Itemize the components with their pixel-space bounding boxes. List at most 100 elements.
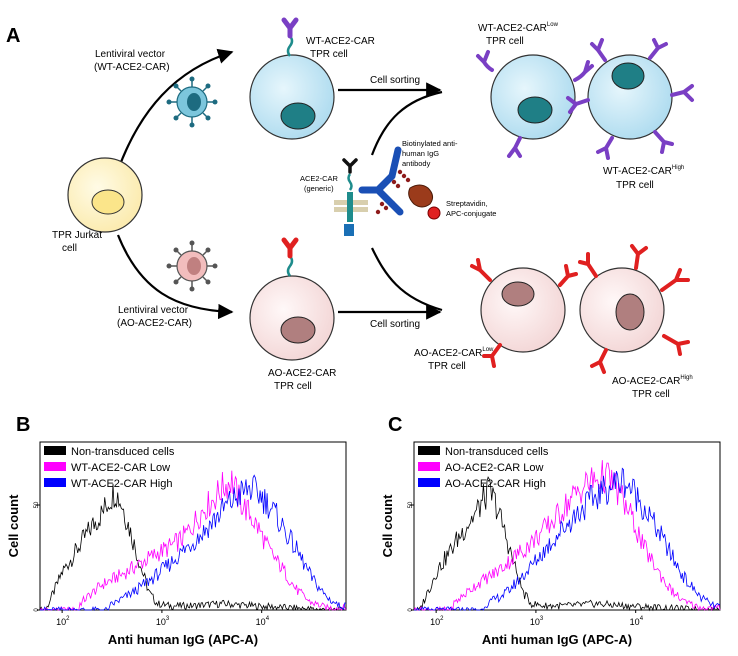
x-tick-label-1: 103: [530, 616, 544, 627]
start-cell-label-1: TPR Jurkat: [52, 230, 102, 241]
arrow-to-wt: [116, 48, 234, 171]
wt-ace2-car-cell: [249, 54, 335, 140]
legend-swatch-2: [418, 478, 440, 487]
wt-low-name: WT-ACE2-CAR: [478, 23, 547, 34]
panel-label-c: C: [388, 414, 402, 436]
ao-low-name: AO-ACE2-CAR: [414, 348, 482, 359]
panel-label-a: A: [6, 25, 20, 47]
x-tick-label-1: 103: [156, 616, 170, 627]
vector-wt-label-2: (WT-ACE2-CAR): [94, 62, 170, 73]
ao-low-label-2: TPR cell: [428, 361, 466, 372]
lentivirus-ao: [166, 240, 218, 292]
y-tick-label-1: 50: [34, 501, 40, 508]
sorting-label-bottom: Cell sorting: [370, 319, 420, 330]
plot-frame: [39, 441, 347, 611]
x-tick-exp-2: 4: [266, 616, 270, 622]
ao-high-label-2: TPR cell: [632, 389, 670, 400]
antibody-label-1: Biotinylated anti-: [402, 139, 458, 148]
ao-cell-label-2: TPR cell: [274, 381, 312, 392]
x-tick-base-2: 10: [256, 617, 266, 627]
series-line-2: [414, 467, 721, 611]
panel-label-b: B: [16, 414, 30, 436]
x-tick-base-0: 10: [430, 617, 440, 627]
legend-label-0: Non-transduced cells: [445, 446, 549, 458]
x-tick-base-2: 10: [630, 617, 640, 627]
antibody-label-3: antibody: [402, 159, 431, 168]
vector-ao-label-2: (AO-ACE2-CAR): [117, 318, 192, 329]
x-tick-label-2: 104: [630, 616, 644, 627]
start-cell-label-2: cell: [62, 243, 77, 254]
series-line-1: [413, 460, 721, 612]
ao-receptor: [281, 237, 299, 277]
biotin-dots: [375, 169, 411, 215]
strep-label-1: Streptavidin,: [446, 199, 488, 208]
sorting-label-top: Cell sorting: [370, 75, 420, 86]
wt-low-label: WT-ACE2-CARLow: [478, 22, 559, 34]
x-tick-base-1: 10: [156, 617, 166, 627]
vector-ao-label-1: Lentiviral vector: [118, 305, 189, 316]
wt-high-sup: High: [672, 165, 684, 171]
x-tick-base-0: 10: [56, 617, 66, 627]
legend-swatch-1: [418, 462, 440, 471]
x-tick-exp-0: 2: [66, 616, 70, 622]
wt-high-label-2: TPR cell: [616, 180, 654, 191]
legend-swatch-0: [418, 446, 440, 455]
tpr-jurkat-cell: [67, 157, 143, 233]
streptavidin-apc: [408, 184, 441, 220]
ao-low-label: AO-ACE2-CARLow: [414, 347, 494, 359]
x-tick-exp-2: 4: [640, 616, 644, 622]
ao-ace2-car-cell: [249, 275, 335, 361]
lentivirus-wt: [166, 76, 218, 128]
x-axis-label: Anti human IgG (APC-A): [482, 632, 632, 647]
ao-high-sup: High: [680, 375, 692, 381]
x-tick-label-0: 102: [430, 616, 444, 627]
wt-low-sup: Low: [547, 22, 559, 28]
strep-label-2: APC-conjugate: [446, 209, 496, 218]
vector-wt-label-1: Lentiviral vector: [95, 49, 166, 60]
ao-high-label: AO-ACE2-CARHigh: [612, 375, 693, 387]
antibody-label-2: human IgG: [402, 149, 439, 158]
x-tick-label-0: 102: [56, 616, 70, 627]
legend-label-1: AO-ACE2-CAR Low: [445, 462, 543, 474]
legend-label-0: Non-transduced cells: [71, 446, 175, 458]
wt-high-cell: [566, 38, 694, 160]
wt-low-cell: [476, 50, 594, 158]
x-tick-exp-1: 3: [540, 616, 544, 622]
wt-high-label: WT-ACE2-CARHigh: [603, 165, 684, 177]
y-axis-label: Cell count: [6, 494, 21, 558]
series-line-0: [39, 483, 347, 612]
ao-high-cell: [578, 244, 690, 374]
car-label-1: ACE2-CAR: [300, 174, 339, 183]
wt-high-name: WT-ACE2-CAR: [603, 166, 672, 177]
x-tick-exp-0: 2: [440, 616, 444, 622]
wt-cell-label-1: WT-ACE2-CAR: [306, 36, 375, 47]
legend-label-1: WT-ACE2-CAR Low: [71, 462, 170, 474]
y-tick-label-0: 0: [408, 608, 414, 612]
ao-cell-label-1: AO-ACE2-CAR: [268, 368, 336, 379]
series-line-1: [39, 470, 347, 612]
legend-label-2: AO-ACE2-CAR High: [445, 478, 546, 490]
legend-swatch-1: [44, 462, 66, 471]
series-line-0: [414, 476, 720, 612]
plot-frame: [413, 441, 721, 611]
anti-human-igg-antibody: [358, 146, 404, 216]
legend-swatch-0: [44, 446, 66, 455]
ao-high-name: AO-ACE2-CAR: [612, 376, 680, 387]
arrow-staining-down: [371, 247, 443, 312]
x-tick-label-2: 104: [256, 616, 270, 627]
car-label-2: (generic): [304, 184, 334, 193]
ao-low-cell: [470, 258, 578, 368]
y-tick-label-0: 0: [34, 608, 40, 612]
x-axis-label: Anti human IgG (APC-A): [108, 632, 258, 647]
x-tick-base-1: 10: [530, 617, 540, 627]
arrow-to-ao: [116, 234, 234, 320]
arrow-staining-up: [370, 90, 443, 156]
wt-cell-label-2: TPR cell: [310, 49, 348, 60]
x-tick-exp-1: 3: [166, 616, 170, 622]
legend-swatch-2: [44, 478, 66, 487]
series-line-2: [40, 474, 347, 612]
